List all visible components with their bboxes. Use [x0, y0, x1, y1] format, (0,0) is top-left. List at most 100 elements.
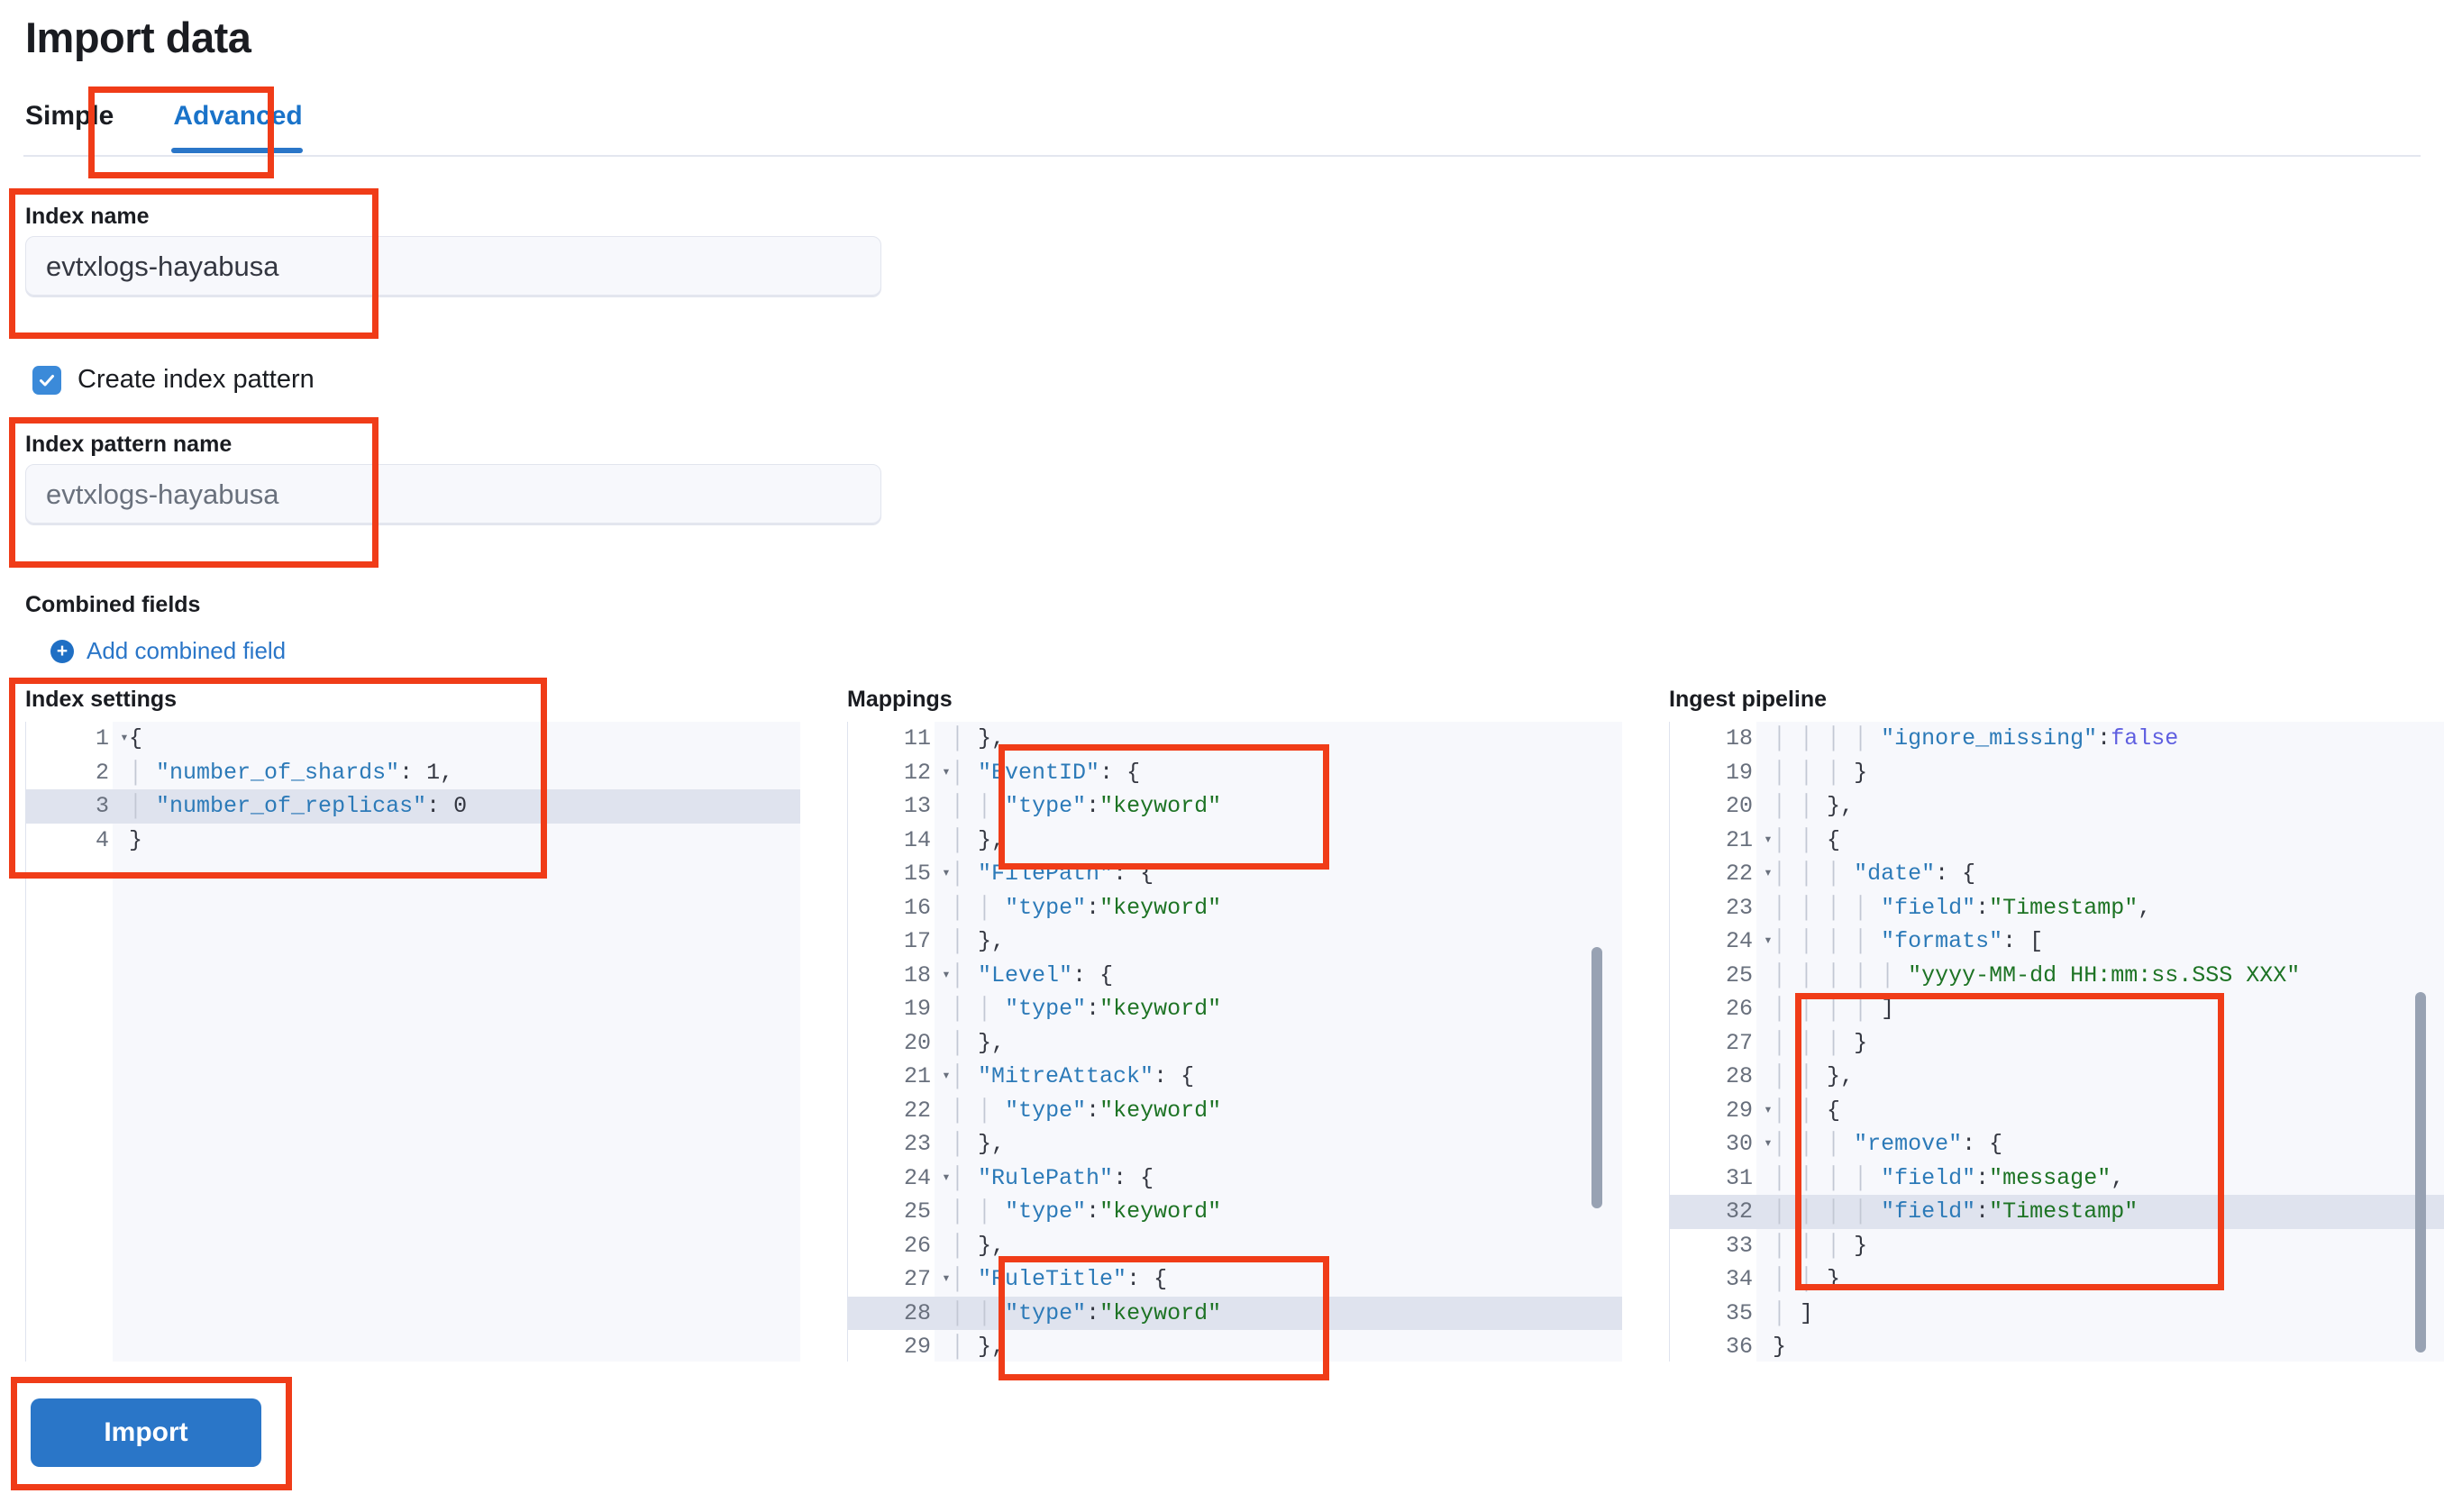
line-number: 34: [1725, 1266, 1753, 1292]
tab-advanced[interactable]: Advanced: [171, 97, 333, 153]
line-number: 20: [903, 1029, 931, 1056]
code-line[interactable]: │ │ "type": "keyword": [951, 1198, 1222, 1225]
index-pattern-name-input[interactable]: [25, 464, 881, 525]
code-line[interactable]: │ "RuleTitle": {: [951, 1266, 1168, 1292]
add-combined-field-button[interactable]: + Add combined field: [50, 637, 286, 665]
code-line[interactable]: │ │ "type": "keyword": [951, 1097, 1222, 1124]
code-line[interactable]: │ "MitreAttack": {: [951, 1063, 1195, 1089]
mappings-scrollbar[interactable]: [1591, 947, 1602, 1208]
code-line[interactable]: │ │ │ │ "field": "Timestamp": [1756, 1195, 2444, 1229]
import-button[interactable]: Import: [31, 1398, 261, 1467]
code-line[interactable]: │ ]: [1773, 1299, 1814, 1326]
code-line[interactable]: │ │ },: [1773, 1063, 1855, 1089]
fold-triangle-icon[interactable]: ▾: [1764, 1101, 1773, 1118]
line-number: 30▾: [1670, 1127, 1773, 1161]
code-line[interactable]: │ "RulePath": {: [951, 1164, 1154, 1191]
code-line[interactable]: │ "EventID": {: [951, 759, 1141, 786]
code-line[interactable]: │ │ {: [1773, 1097, 1841, 1124]
line-number: 28: [848, 1296, 935, 1330]
code-line[interactable]: │ },: [951, 1029, 1006, 1056]
line-number: 13: [903, 793, 931, 819]
combined-fields-heading: Combined fields: [25, 592, 201, 617]
fold-triangle-icon[interactable]: ▾: [942, 1169, 951, 1186]
fold-triangle-icon[interactable]: ▾: [1764, 933, 1773, 949]
code-line[interactable]: │ │ │ "date": {: [1773, 861, 1976, 887]
line-number: 25: [1725, 961, 1753, 988]
line-number: 28: [1725, 1063, 1753, 1089]
code-line[interactable]: │ │ {: [1773, 826, 1841, 853]
line-number: 15▾: [848, 857, 951, 891]
code-line[interactable]: │ },: [951, 826, 1006, 853]
code-line[interactable]: │ "FilePath": {: [951, 861, 1154, 887]
create-index-pattern-label: Create index pattern: [78, 365, 315, 394]
line-number: 18▾: [848, 959, 951, 993]
tab-simple[interactable]: Simple: [23, 97, 141, 151]
code-line[interactable]: │ │ },: [1773, 793, 1855, 819]
fold-triangle-icon[interactable]: ▾: [942, 865, 951, 881]
fold-triangle-icon[interactable]: ▾: [120, 730, 129, 746]
fold-triangle-icon[interactable]: ▾: [1764, 831, 1773, 848]
index-name-label: Index name: [25, 204, 150, 229]
create-index-pattern-checkbox-row[interactable]: Create index pattern: [32, 365, 315, 395]
code-line[interactable]: │ │ "type": "keyword": [951, 996, 1222, 1022]
code-line[interactable]: │ │ │ │ "ignore_missing": false: [1773, 725, 2179, 751]
line-number: 14: [903, 826, 931, 853]
code-line[interactable]: │ │ │ }: [1773, 1232, 1868, 1259]
code-line[interactable]: │ │ "type": "keyword": [951, 894, 1222, 921]
fold-triangle-icon[interactable]: ▾: [1764, 865, 1773, 881]
code-line[interactable]: │ │ │ │ "field": "message",: [1773, 1164, 2125, 1191]
line-number: 23: [1725, 894, 1753, 921]
code-line[interactable]: │ },: [951, 928, 1006, 954]
code-line[interactable]: │ │ "type": "keyword": [935, 1296, 1622, 1330]
code-line[interactable]: │ "number_of_shards": 1,: [129, 759, 454, 786]
line-number: 26: [1725, 996, 1753, 1022]
ingest-pipeline-code[interactable]: │ │ │ │ "ignore_missing": false │ │ │ } │ …: [1756, 722, 2444, 1362]
index-name-input[interactable]: [25, 236, 881, 297]
line-number: 22: [903, 1097, 931, 1124]
code-line[interactable]: │ │ "type": "keyword": [951, 793, 1222, 819]
fold-triangle-icon[interactable]: ▾: [942, 966, 951, 983]
code-line[interactable]: │ },: [951, 1334, 1006, 1360]
code-line[interactable]: │ │ │ │ │ "yyyy-MM-dd HH:mm:ss.SSS XXX": [1773, 961, 2301, 988]
code-line[interactable]: │ │ }: [1773, 1266, 1841, 1292]
line-number: 17: [903, 928, 931, 954]
fold-triangle-icon[interactable]: ▾: [942, 1271, 951, 1287]
line-number: 12▾: [848, 756, 951, 790]
code-line[interactable]: │ },: [951, 725, 1006, 751]
code-line[interactable]: │ │ │ │ "formats": [: [1773, 928, 2044, 954]
line-number: 22▾: [1670, 857, 1773, 891]
add-combined-field-label: Add combined field: [87, 637, 287, 664]
line-number: 18: [1725, 725, 1753, 751]
ingest-pipeline-scrollbar[interactable]: [2415, 992, 2426, 1353]
code-line[interactable]: }: [1773, 1334, 1787, 1360]
index-settings-code[interactable]: { │ "number_of_shards": 1, │ "number_of_re…: [113, 722, 800, 1362]
fold-triangle-icon[interactable]: ▾: [942, 763, 951, 780]
code-line[interactable]: │ "Level": {: [951, 961, 1114, 988]
line-number: 29: [903, 1334, 931, 1360]
line-number: 2: [95, 759, 109, 786]
code-line[interactable]: │ },: [951, 1131, 1006, 1157]
code-line[interactable]: │ │ │ }: [1773, 759, 1868, 786]
check-icon[interactable]: [32, 365, 61, 395]
line-number: 32: [1670, 1195, 1756, 1229]
code-line[interactable]: │ │ │ │ "field": "Timestamp",: [1773, 894, 2152, 921]
ingest-pipeline-heading: Ingest pipeline: [1669, 687, 1828, 712]
code-line[interactable]: │ │ │ }: [1773, 1029, 1868, 1056]
fold-triangle-icon[interactable]: ▾: [1764, 1135, 1773, 1152]
code-line[interactable]: │ │ │ "remove": {: [1773, 1131, 2003, 1157]
line-number: 21▾: [1670, 824, 1773, 858]
code-line[interactable]: {: [129, 725, 143, 751]
line-number: 20: [1725, 793, 1753, 819]
mappings-code[interactable]: │ }, │ "EventID": { │ │ "type": "keyword" │…: [935, 722, 1622, 1362]
code-line[interactable]: │ },: [951, 1232, 1006, 1259]
fold-triangle-icon[interactable]: ▾: [942, 1068, 951, 1084]
code-line[interactable]: │ "number_of_replicas": 0: [113, 789, 800, 824]
code-line[interactable]: │ │ │ │ ]: [1773, 996, 1895, 1022]
code-line[interactable]: }: [129, 826, 143, 853]
